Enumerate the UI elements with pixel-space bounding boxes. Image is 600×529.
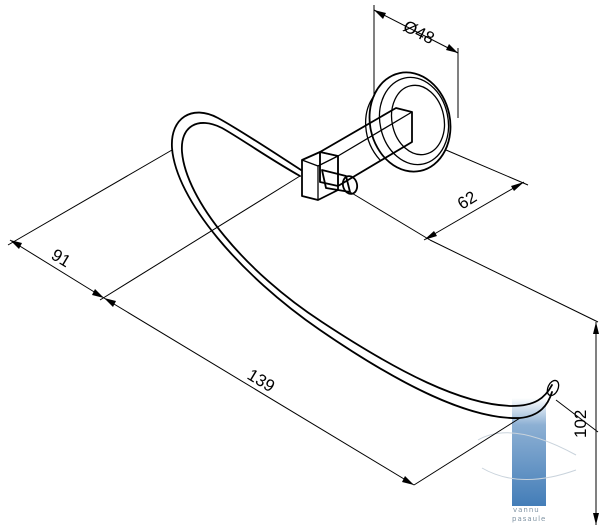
wall-plate-inner: [390, 84, 446, 156]
watermark-text-1: vannu: [513, 506, 540, 514]
arrow-91-2: [92, 289, 104, 298]
dim-height: 102: [429, 239, 599, 525]
arrow-62-1: [511, 182, 524, 191]
wall-plate-outer: [368, 71, 452, 173]
label-height: 102: [571, 410, 590, 438]
label-diameter: Ø48: [400, 17, 437, 49]
arrow-139-1: [104, 298, 116, 307]
label-reach: 91: [48, 245, 74, 271]
dim-line-139: [103, 297, 415, 486]
wall-plate-edge: [364, 95, 381, 161]
dim-reach: 91: [7, 149, 301, 301]
dim-line-dia: [373, 9, 459, 54]
arrow-91-1: [10, 240, 22, 249]
watermark-arc: [477, 432, 577, 456]
ext-line-91-top: [7, 149, 173, 246]
dim-length: 139: [103, 297, 521, 486]
end-block-edge: [301, 155, 339, 201]
watermark-bar: [512, 398, 546, 506]
dim-line-62: [423, 181, 525, 241]
label-length: 139: [244, 365, 278, 396]
arrow-dia-2: [446, 44, 458, 53]
arrow-dia-1: [374, 10, 386, 19]
ring-end-cap: [546, 379, 560, 397]
ext-line-102-top: [429, 239, 599, 323]
watermark-arc-lower: [481, 467, 577, 481]
towel-ring-object: [171, 71, 560, 419]
ext-line-62-top: [445, 149, 529, 186]
arrow-102-2: [593, 513, 599, 525]
arrow-139-2: [402, 476, 414, 485]
wall-plate-rim: [378, 76, 450, 166]
dim-line-91: [9, 239, 105, 299]
ext-line-62-bottom: [349, 191, 431, 241]
ext-line-102-bottom: [555, 399, 599, 433]
ext-line-139-end: [413, 417, 521, 486]
ring-inner-curve: [181, 122, 553, 407]
ext-line-91-bottom: [99, 175, 301, 301]
arrow-62-2: [424, 231, 437, 240]
watermark-text-2: pasaule: [512, 515, 546, 523]
arrow-102-1: [593, 322, 599, 334]
ring-outer-curve: [171, 111, 553, 419]
